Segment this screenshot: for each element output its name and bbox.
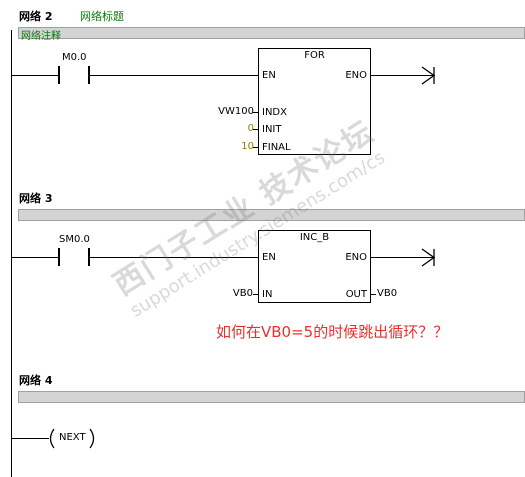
n2-output-arrow-icon bbox=[421, 66, 436, 85]
inc-b-out-operand[interactable]: VB0 bbox=[377, 288, 398, 299]
network-3-title[interactable]: 网络 3 bbox=[19, 192, 53, 205]
n2-wire-eno bbox=[371, 75, 435, 76]
n3-wire-en bbox=[90, 257, 259, 258]
n2-wire-left bbox=[11, 75, 58, 76]
n3-wire-eno bbox=[371, 257, 435, 258]
n2-contact-right-bar[interactable] bbox=[88, 66, 90, 84]
for-pin-en: EN bbox=[262, 70, 276, 81]
network-2-comment: 网络注释 bbox=[21, 31, 61, 42]
n3-contact-label[interactable]: SM0.0 bbox=[59, 234, 90, 245]
n3-out-stub bbox=[371, 294, 376, 295]
inc-b-pin-en: EN bbox=[262, 252, 276, 263]
n3-wire-left bbox=[11, 257, 58, 258]
inc-b-pin-out: OUT bbox=[345, 289, 367, 300]
next-coil-label[interactable]: NEXT bbox=[59, 432, 86, 443]
n3-contact-left-bar[interactable] bbox=[58, 248, 60, 266]
n2-contact-label[interactable]: M0.0 bbox=[62, 52, 87, 63]
for-pin-indx: INDX bbox=[262, 107, 287, 118]
next-coil-icon[interactable] bbox=[46, 428, 98, 449]
power-rail bbox=[11, 30, 12, 477]
n4-wire-left bbox=[11, 438, 49, 439]
question-annotation: 如何在VB0=5的时候跳出循环？？ bbox=[216, 323, 449, 341]
n3-output-arrow-icon bbox=[421, 248, 436, 267]
for-pin-init: INIT bbox=[262, 124, 282, 135]
network-4-comment-bar[interactable] bbox=[18, 391, 525, 403]
n3-in-stub bbox=[253, 294, 258, 295]
for-pin-final: FINAL bbox=[262, 142, 291, 153]
inc-b-pin-eno: ENO bbox=[345, 252, 367, 263]
n2-final-stub bbox=[253, 147, 258, 148]
for-pin-eno: ENO bbox=[345, 70, 367, 81]
for-block-title: FOR bbox=[304, 50, 325, 61]
inc-b-block[interactable]: INC_B EN ENO IN OUT bbox=[258, 230, 371, 303]
n2-init-stub bbox=[253, 129, 258, 130]
network-2-name[interactable]: 网络标题 bbox=[80, 10, 124, 23]
for-init-operand[interactable]: 0 bbox=[247, 123, 254, 134]
n2-wire-en bbox=[90, 75, 259, 76]
n2-indx-stub bbox=[253, 112, 258, 113]
n2-contact-left-bar[interactable] bbox=[58, 66, 60, 84]
for-final-operand[interactable]: 10 bbox=[241, 141, 254, 152]
network-4-title[interactable]: 网络 4 bbox=[19, 374, 53, 387]
inc-b-pin-in: IN bbox=[262, 289, 273, 300]
for-indx-operand[interactable]: VW100 bbox=[218, 106, 254, 117]
for-block[interactable]: FOR EN ENO INDX INIT FINAL bbox=[258, 48, 371, 155]
network-3-comment-bar[interactable] bbox=[18, 209, 525, 221]
network-2-comment-bar[interactable]: 网络注释 bbox=[18, 27, 525, 42]
network-2-title[interactable]: 网络 2 bbox=[19, 10, 53, 23]
inc-b-in-operand[interactable]: VB0 bbox=[232, 288, 253, 299]
inc-b-block-title: INC_B bbox=[299, 232, 330, 243]
n3-contact-right-bar[interactable] bbox=[88, 248, 90, 266]
